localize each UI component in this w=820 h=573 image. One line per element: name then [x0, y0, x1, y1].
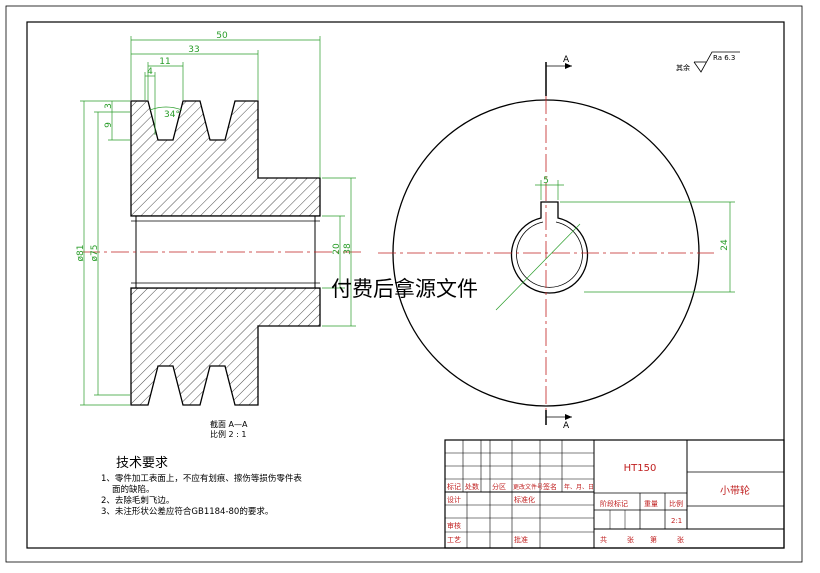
part-name: 小带轮 — [720, 484, 750, 497]
dim-dia81: ø81 — [76, 245, 86, 262]
section-view — [82, 100, 365, 406]
header-3: 更改文件号 — [513, 483, 543, 491]
section-caption-line2: 比例 2 : 1 — [210, 429, 247, 439]
label-ratio: 比例 — [669, 499, 683, 508]
dimension-texts: 50 33 11 4 34° 3 9 ø81 ø75 20 38 — [76, 31, 353, 261]
section-mark-bottom: A — [563, 421, 570, 431]
pulley-section-hatch — [130, 100, 321, 406]
front-dimension-lines — [495, 180, 735, 311]
label-approve: 批准 — [514, 535, 528, 544]
label-review: 审核 — [447, 521, 461, 530]
material: HT150 — [624, 463, 657, 474]
header-4: 签名 — [543, 482, 557, 491]
sheets-total: 共 — [600, 535, 607, 544]
section-caption-line1: 截面 A—A — [210, 419, 248, 429]
label-stage-mark: 阶段标记 — [600, 499, 628, 508]
dim-33: 33 — [188, 45, 199, 55]
sheet-idx: 第 — [650, 535, 657, 544]
tech-req-line2: 2、去除毛刺飞边。 — [101, 495, 174, 506]
dim-11: 11 — [159, 57, 170, 67]
tech-req-line1: 1、零件加工表面上，不应有划痕、擦伤等损伤零件表 — [101, 473, 302, 484]
label-standardize: 标准化 — [514, 495, 535, 504]
dim-angle: 34° — [164, 110, 180, 120]
dim-9: 9 — [104, 122, 114, 128]
inner-border — [26, 21, 785, 549]
dim-3: 3 — [104, 103, 114, 109]
header-2: 分区 — [492, 482, 506, 491]
dim-dia75: ø75 — [90, 245, 100, 262]
tech-req-line3: 3、未注形状公差应符合GB1184-80的要求。 — [101, 506, 273, 517]
sheets-num: 张 — [627, 535, 634, 544]
header-0: 标记 — [447, 482, 461, 491]
front-view: A A — [378, 55, 714, 431]
dimension-lines — [80, 36, 356, 406]
dim-38: 38 — [343, 243, 353, 255]
roughness-symbol: 其余 Ra 6.3 — [676, 51, 740, 73]
label-design: 设计 — [447, 495, 461, 504]
header-1: 处数 — [465, 482, 479, 491]
outer-border — [5, 5, 803, 563]
header-5: 年、月、日 — [564, 483, 594, 491]
tech-req-title: 技术要求 — [116, 456, 168, 471]
sheet-unit: 张 — [677, 535, 684, 544]
overlay-text: 付费后拿源文件 — [331, 277, 478, 301]
tech-requirements: 技术要求 1、零件加工表面上，不应有划痕、擦伤等损伤零件表 面的缺陷。 2、去除… — [101, 456, 302, 517]
scale-value: 2:1 — [671, 517, 682, 525]
dim-4: 4 — [147, 67, 153, 77]
label-process: 工艺 — [447, 536, 461, 544]
dim-key-width: 5 — [543, 176, 549, 186]
dim-20: 20 — [332, 243, 342, 255]
title-block — [444, 439, 785, 549]
title-block-text: HT150 小带轮 标记 处数 分区 更改文件号 签名 年、月、日 设计 标准化… — [447, 463, 750, 544]
bore-with-keyway — [510, 201, 589, 294]
section-mark-top: A — [563, 55, 570, 65]
tech-req-line1b: 面的缺陷。 — [112, 484, 155, 495]
roughness-value: Ra 6.3 — [713, 54, 735, 62]
label-weight: 重量 — [644, 500, 658, 508]
dim-50: 50 — [216, 31, 228, 41]
dim-key-height: 24 — [720, 239, 730, 251]
roughness-prefix: 其余 — [676, 63, 690, 72]
